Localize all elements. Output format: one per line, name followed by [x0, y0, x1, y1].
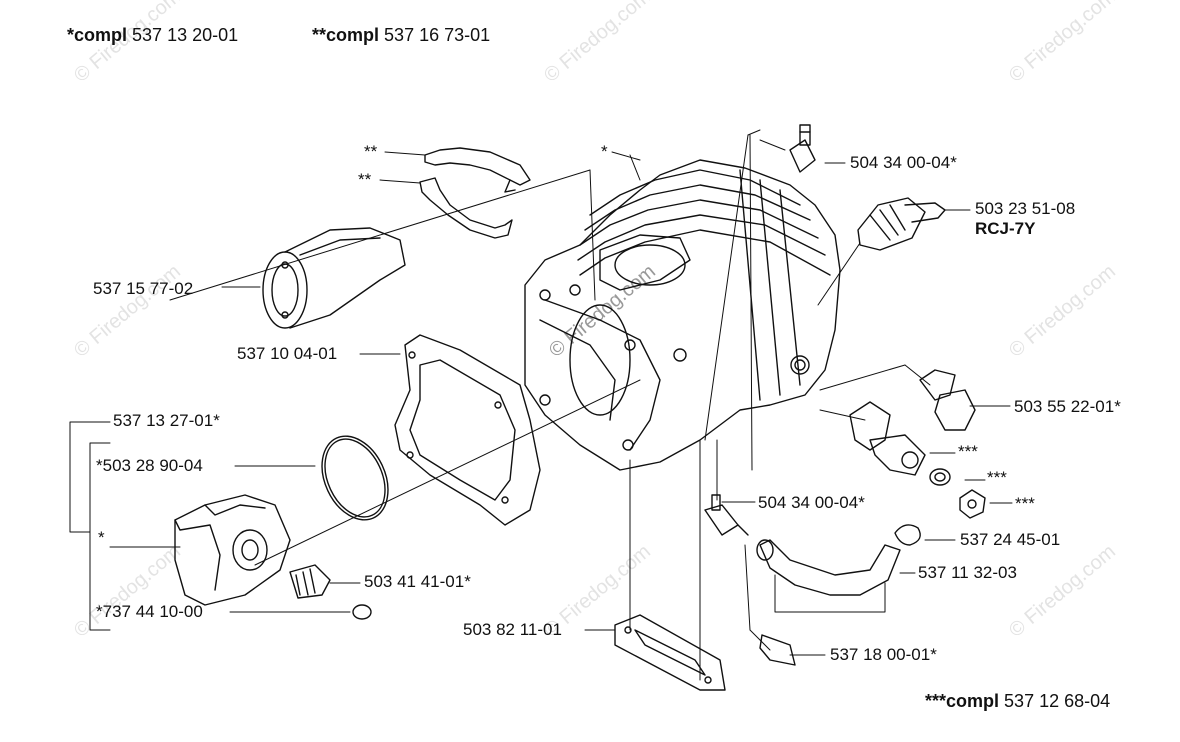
label-star1-top: *	[601, 142, 608, 161]
header-compl-1: *compl 537 13 20-01	[67, 24, 238, 46]
clip-lower	[419, 177, 513, 239]
header-compl-1-prefix: *compl	[67, 25, 128, 45]
header-compl-1-number: 537 13 20-01	[132, 25, 239, 45]
intake-manifold	[262, 227, 406, 329]
intake-gasket-lower	[614, 614, 726, 691]
label-star2-a: **	[364, 142, 378, 161]
label-503-23-51-08: 503 23 51-08	[975, 199, 1076, 218]
clip-upper	[424, 147, 531, 193]
label-503-41-41-01: 503 41 41-01*	[364, 572, 471, 591]
label-star2-b: **	[358, 170, 372, 189]
label-537-15-77-02: 537 15 77-02	[93, 279, 194, 298]
piston	[174, 494, 291, 606]
header-compl-2-prefix: **compl	[312, 25, 380, 45]
label-star3-c: ***	[1015, 494, 1035, 513]
header-compl-2-number: 537 16 73-01	[384, 25, 491, 45]
nipple-mid	[704, 494, 749, 536]
cylinder-gasket	[394, 334, 541, 526]
footer-compl-3: ***compl 537 12 68-04	[925, 690, 1110, 712]
label-737-44-10-00: *737 44 10-00	[96, 602, 203, 621]
header-compl-2: **compl 537 16 73-01	[312, 24, 490, 46]
label-537-10-04-01: 537 10 04-01	[237, 344, 338, 363]
nut-a	[959, 489, 986, 519]
washer-a	[929, 468, 951, 486]
needle-bearing	[289, 564, 331, 599]
label-star3-b: ***	[987, 468, 1007, 487]
label-504-34-00-04-mid: 504 34 00-04*	[758, 493, 865, 512]
circlip	[352, 604, 372, 620]
footer-compl-3-prefix: ***compl	[925, 691, 1000, 711]
label-star3-a: ***	[958, 442, 978, 461]
label-star1-piston: *	[98, 528, 105, 547]
fuel-filter	[759, 634, 796, 666]
label-504-34-00-04-top: 504 34 00-04*	[850, 153, 957, 172]
spark-plug	[857, 197, 946, 251]
leader-lines	[69, 129, 1013, 681]
clip-b	[894, 524, 921, 546]
label-537-18-00-01: 537 18 00-01*	[830, 645, 937, 664]
label-503-82-11-01: 503 82 11-01	[463, 620, 562, 639]
decompression-plug	[919, 369, 976, 431]
valve-adapter	[849, 401, 926, 476]
label-537-24-45-01: 537 24 45-01	[960, 530, 1061, 549]
nipple-top	[789, 124, 816, 173]
piston-ring	[321, 435, 389, 521]
cylinder	[524, 159, 841, 471]
fuel-hose	[756, 539, 901, 596]
footer-compl-3-number: 537 12 68-04	[1004, 691, 1111, 711]
label-503-28-90-04: *503 28 90-04	[96, 456, 203, 475]
label-537-11-32-03: 537 11 32-03	[918, 563, 1017, 582]
label-rcj-7y: RCJ-7Y	[975, 219, 1036, 238]
label-503-55-22-01: 503 55 22-01*	[1014, 397, 1121, 416]
label-537-13-27-01: 537 13 27-01*	[113, 411, 220, 430]
